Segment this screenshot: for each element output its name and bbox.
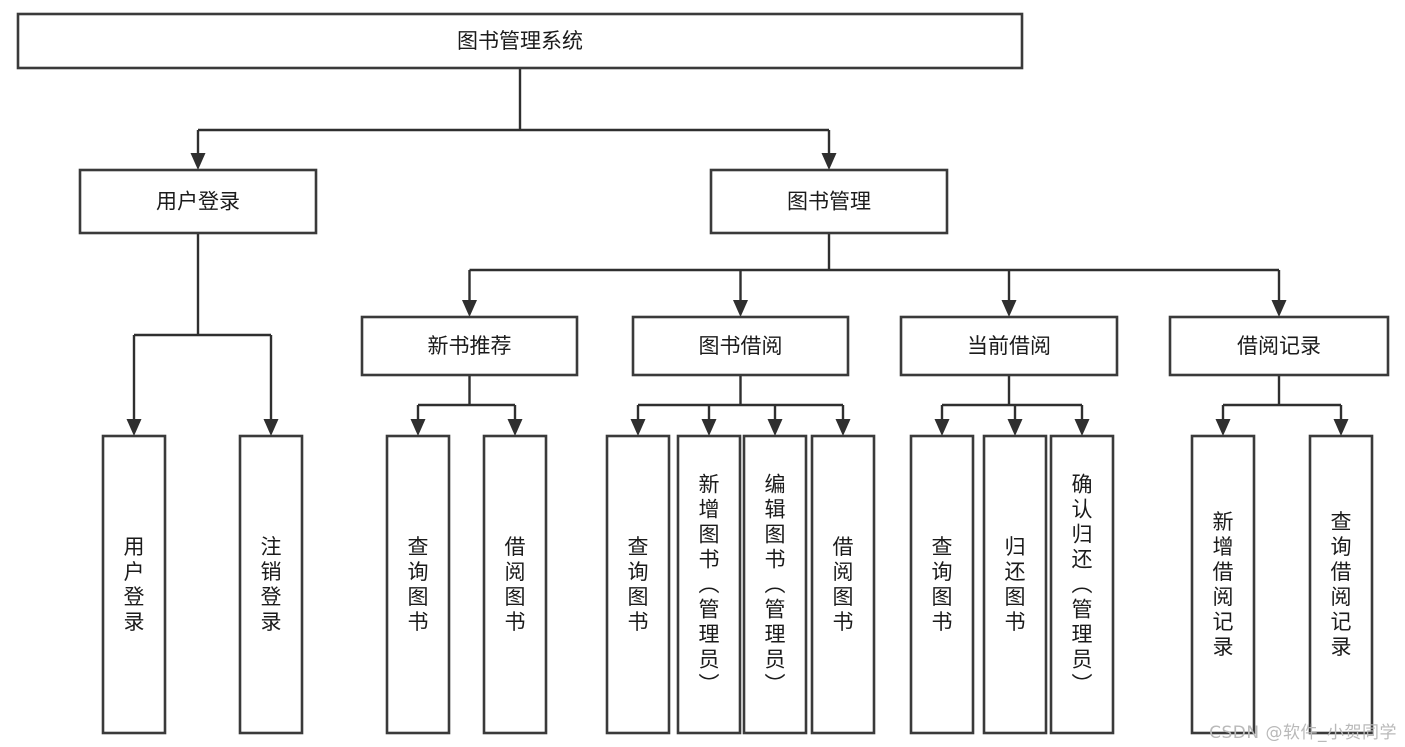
node-box xyxy=(909,434,975,735)
arrow-head-icon xyxy=(1007,419,1023,436)
node-label: 新增借阅记录 xyxy=(1213,510,1234,659)
node-box xyxy=(1308,434,1374,735)
arrow-head-icon xyxy=(767,419,783,436)
arrow-head-icon xyxy=(821,153,837,170)
arrow-head-icon xyxy=(733,300,748,317)
node-box xyxy=(1049,434,1115,735)
node-box xyxy=(385,434,451,735)
arrow-head-icon xyxy=(1001,300,1017,317)
node-level3-图书借阅[interactable]: 图书借阅 xyxy=(631,315,850,377)
node-label: 新增图书︵管理员︶ xyxy=(699,473,720,697)
node-box xyxy=(709,168,949,235)
node-box xyxy=(742,434,808,735)
node-level2-用户登录[interactable]: 用户登录 xyxy=(78,168,318,235)
arrow-head-icon xyxy=(263,419,279,436)
node-level3-新书推荐[interactable]: 新书推荐 xyxy=(360,315,579,377)
node-leaf-查询图书[interactable]: 查询图书 xyxy=(385,434,451,735)
node-box xyxy=(101,434,167,735)
node-leaf-新增借阅记录[interactable]: 新增借阅记录 xyxy=(1190,434,1256,735)
node-label: 归还图书 xyxy=(1005,535,1026,634)
arrow-head-icon xyxy=(1271,300,1287,317)
node-root-图书管理系统[interactable]: 图书管理系统 xyxy=(16,12,1024,70)
node-label: 用户登录 xyxy=(156,190,240,214)
node-box xyxy=(16,12,1024,70)
node-box xyxy=(899,315,1119,377)
node-leaf-查询借阅记录[interactable]: 查询借阅记录 xyxy=(1308,434,1374,735)
node-label: 借阅图书 xyxy=(505,535,526,634)
nodes-layer: 图书管理系统用户登录图书管理新书推荐图书借阅当前借阅借阅记录用户登录注销登录查询… xyxy=(16,12,1390,735)
node-label: 图书管理 xyxy=(787,190,871,214)
node-leaf-确认归还管理员[interactable]: 确认归还︵管理员︶ xyxy=(1049,434,1115,735)
node-leaf-借阅图书[interactable]: 借阅图书 xyxy=(482,434,548,735)
connectors-layer xyxy=(126,68,1349,436)
node-label: 查询图书 xyxy=(628,535,649,634)
node-label: 查询借阅记录 xyxy=(1331,510,1352,659)
node-label: 查询图书 xyxy=(408,535,429,634)
node-box xyxy=(1168,315,1390,377)
node-box xyxy=(982,434,1048,735)
arrow-head-icon xyxy=(462,300,477,317)
node-label: 注销登录 xyxy=(261,535,282,634)
node-box xyxy=(482,434,548,735)
node-leaf-借阅图书[interactable]: 借阅图书 xyxy=(810,434,876,735)
node-box xyxy=(238,434,304,735)
node-level2-图书管理[interactable]: 图书管理 xyxy=(709,168,949,235)
node-leaf-用户登录[interactable]: 用户登录 xyxy=(101,434,167,735)
node-box xyxy=(810,434,876,735)
node-label: 图书管理系统 xyxy=(457,29,583,53)
arrow-head-icon xyxy=(507,419,523,436)
node-label: 图书借阅 xyxy=(699,334,783,358)
arrow-head-icon xyxy=(1215,419,1231,436)
node-label: 确认归还︵管理员︶ xyxy=(1072,473,1093,697)
arrow-head-icon xyxy=(835,419,851,436)
node-leaf-编辑图书管理员[interactable]: 编辑图书︵管理员︶ xyxy=(742,434,808,735)
node-level3-借阅记录[interactable]: 借阅记录 xyxy=(1168,315,1390,377)
node-box xyxy=(605,434,671,735)
arrow-head-icon xyxy=(1333,419,1349,436)
node-leaf-归还图书[interactable]: 归还图书 xyxy=(982,434,1048,735)
node-box xyxy=(360,315,579,377)
arrow-head-icon xyxy=(934,419,950,436)
node-label: 借阅记录 xyxy=(1237,334,1321,358)
arrow-head-icon xyxy=(630,419,646,436)
node-label: 新书推荐 xyxy=(428,334,512,358)
arrow-head-icon xyxy=(126,419,142,436)
node-label: 编辑图书︵管理员︶ xyxy=(765,473,786,697)
arrow-head-icon xyxy=(701,419,717,436)
node-leaf-查询图书[interactable]: 查询图书 xyxy=(605,434,671,735)
node-label: 用户登录 xyxy=(124,535,145,634)
node-label: 查询图书 xyxy=(932,535,953,634)
node-leaf-新增图书管理员[interactable]: 新增图书︵管理员︶ xyxy=(676,434,742,735)
arrow-head-icon xyxy=(410,419,426,436)
arrow-head-icon xyxy=(190,153,206,170)
node-label: 借阅图书 xyxy=(833,535,854,634)
csdn-watermark: CSDN @软件_小贺同学 xyxy=(1209,723,1397,743)
node-box xyxy=(1190,434,1256,735)
node-leaf-查询图书[interactable]: 查询图书 xyxy=(909,434,975,735)
node-box xyxy=(631,315,850,377)
node-leaf-注销登录[interactable]: 注销登录 xyxy=(238,434,304,735)
node-label: 当前借阅 xyxy=(967,334,1051,358)
arrow-head-icon xyxy=(1074,419,1090,436)
node-box xyxy=(676,434,742,735)
node-level3-当前借阅[interactable]: 当前借阅 xyxy=(899,315,1119,377)
node-box xyxy=(78,168,318,235)
